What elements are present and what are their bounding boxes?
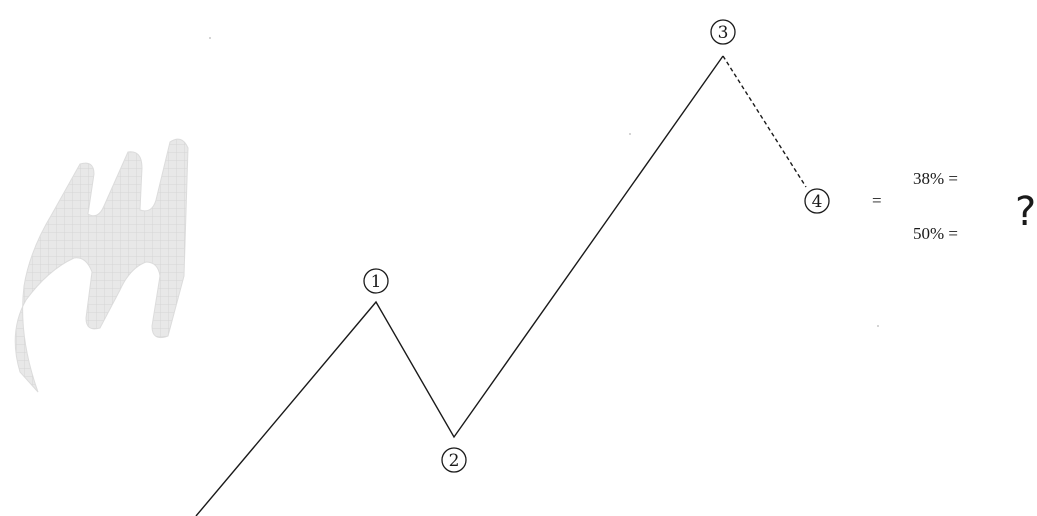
retracement-38: 38% = bbox=[913, 169, 958, 188]
speck-2 bbox=[877, 325, 879, 327]
watermark-stroke-1 bbox=[15, 139, 188, 392]
point-4-label: 4 bbox=[812, 192, 823, 212]
wave-line-solid bbox=[196, 56, 723, 516]
point-2-label: 2 bbox=[449, 451, 460, 471]
wave-point-2: 2 bbox=[442, 448, 466, 472]
wave-point-4: 4 bbox=[805, 189, 829, 213]
equals-sign: = bbox=[872, 191, 882, 210]
speck-1 bbox=[629, 133, 631, 135]
wave-line-dashed bbox=[723, 56, 806, 187]
speck-3 bbox=[209, 37, 211, 39]
wave-point-3: 3 bbox=[711, 20, 735, 44]
point-1-label: 1 bbox=[371, 272, 382, 292]
wave-point-1: 1 bbox=[364, 269, 388, 293]
retracement-50: 50% = bbox=[913, 224, 958, 243]
point-3-label: 3 bbox=[718, 23, 729, 43]
question-mark: ? bbox=[1015, 189, 1036, 235]
watermark bbox=[15, 139, 188, 392]
